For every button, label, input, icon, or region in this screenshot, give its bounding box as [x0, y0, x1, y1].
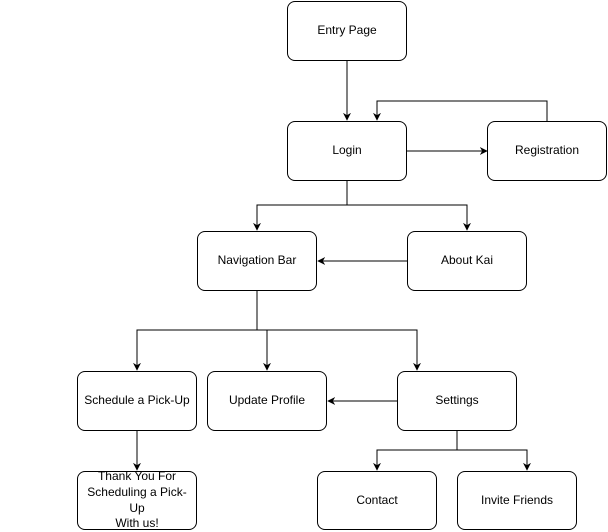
node-registration-label: Registration [514, 143, 580, 158]
node-schedule-pickup-label: Schedule a Pick-Up [84, 393, 190, 408]
node-thank-you: Thank You For Scheduling a Pick-Up With … [77, 469, 197, 531]
node-entry-page: Entry Page [287, 1, 407, 61]
node-login: Login [287, 121, 407, 181]
node-schedule-pickup: Schedule a Pick-Up [77, 371, 197, 431]
node-navigation-bar: Navigation Bar [197, 231, 317, 291]
node-invite-friends: Invite Friends [457, 471, 577, 530]
edge-navigation-bar-to-update-profile [257, 329, 271, 371]
node-about-kai: About Kai [407, 231, 527, 291]
node-settings: Settings [397, 371, 517, 431]
edge-settings-to-invite-friends [457, 449, 531, 471]
edge-navigation-bar-to-schedule [133, 291, 258, 371]
node-registration: Registration [487, 121, 607, 181]
edge-registration-to-login [373, 100, 548, 121]
edge-navigation-bar-to-settings [267, 329, 421, 371]
node-login-label: Login [332, 143, 362, 158]
node-contact-label: Contact [356, 492, 398, 507]
edge-settings-to-contact [373, 431, 458, 471]
node-invite-friends-label: Invite Friends [480, 492, 554, 507]
edge-login-to-about-kai [347, 204, 471, 231]
node-update-profile: Update Profile [207, 371, 327, 431]
node-update-profile-label: Update Profile [228, 393, 306, 408]
node-entry-page-label: Entry Page [317, 23, 377, 38]
node-settings-label: Settings [435, 393, 479, 408]
node-about-kai-label: About Kai [440, 253, 494, 268]
node-contact: Contact [317, 471, 437, 530]
edge-login-to-navigation-bar [253, 181, 348, 231]
node-navigation-bar-label: Navigation Bar [217, 253, 297, 268]
node-thank-you-label: Thank You For Scheduling a Pick-Up With … [87, 469, 187, 531]
